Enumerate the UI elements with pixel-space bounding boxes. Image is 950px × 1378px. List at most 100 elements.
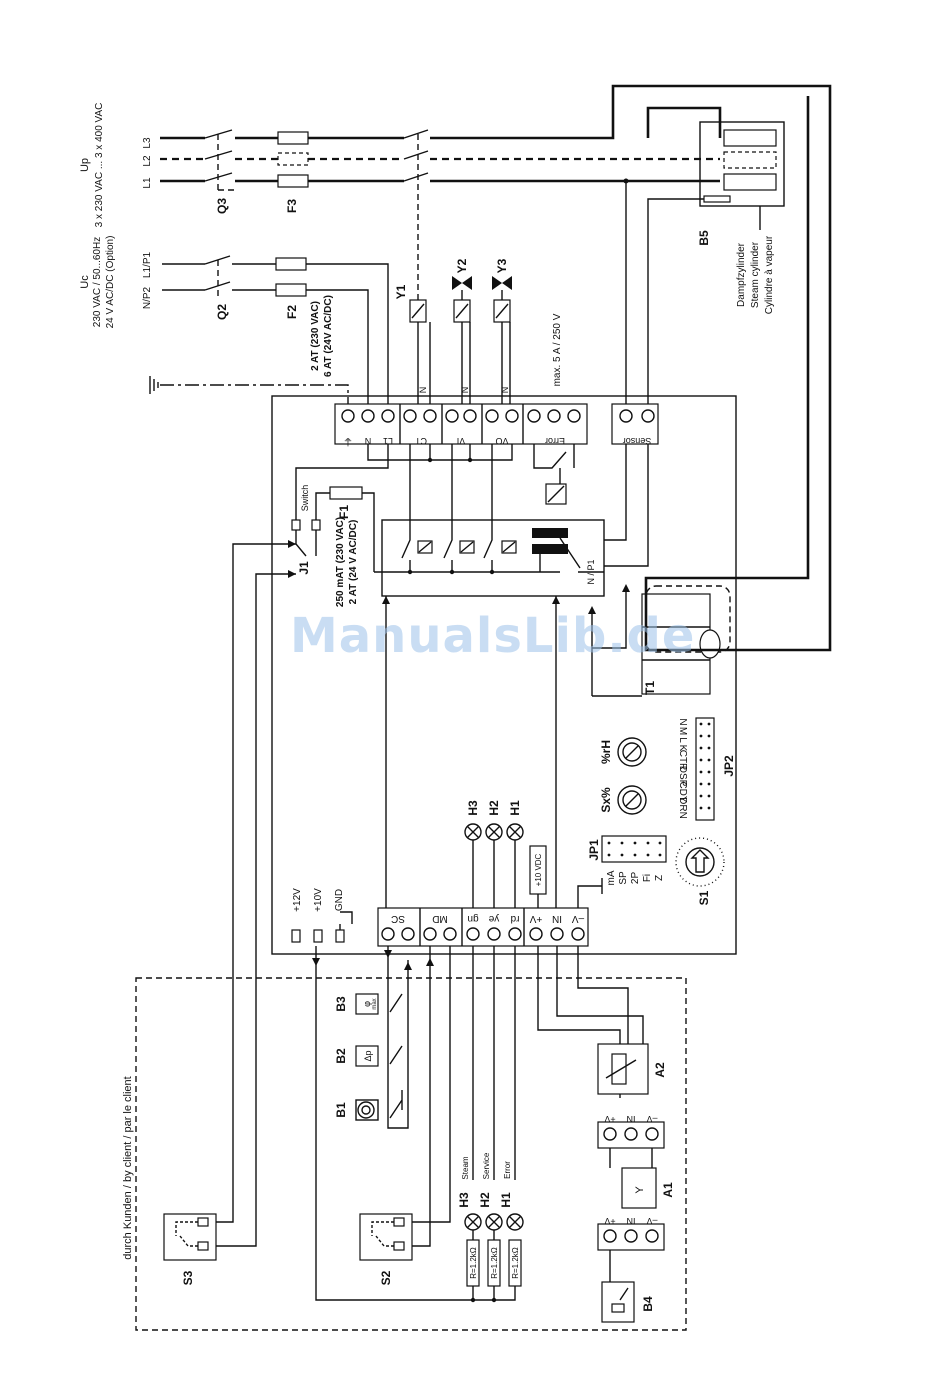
b4-wires xyxy=(609,1250,629,1301)
jp1-pins xyxy=(607,841,662,857)
term-n: N xyxy=(365,436,372,446)
n-bus xyxy=(367,444,513,461)
b2-label: B2 xyxy=(334,1048,348,1064)
jack-10v xyxy=(313,929,323,943)
terminal-dividers-bottom xyxy=(419,908,525,946)
np1-label: N / P1 xyxy=(586,559,596,584)
wire-uc-l1 xyxy=(162,263,389,410)
electrode-l2 xyxy=(723,151,777,169)
y1-valve xyxy=(409,299,427,410)
h2-customer-label: H2 xyxy=(478,1192,492,1208)
cylinder-de: Dampfzylinder xyxy=(736,242,747,307)
y3-label: Y3 xyxy=(495,258,509,273)
sensor-to-relay xyxy=(604,444,649,567)
s3-switch xyxy=(163,1213,217,1261)
a2-label: A2 xyxy=(653,1062,667,1078)
wire-sc-b xyxy=(387,946,409,1129)
jp2-dsp: DSP xyxy=(677,766,688,787)
up-title: Up xyxy=(79,158,91,172)
electrode-l3 xyxy=(723,129,777,147)
max-rating: max. 5 A / 250 V xyxy=(552,313,563,386)
y1-label: Y1 xyxy=(394,284,408,299)
jp2-cdy: CDY xyxy=(677,781,688,802)
arrow-sc-down xyxy=(384,950,392,958)
error-label: Error xyxy=(503,1161,512,1179)
terminal-strip-top xyxy=(334,403,588,445)
y2-label: Y2 xyxy=(455,258,469,273)
f1-rating-1: 250 mAT (230 VAC) xyxy=(335,517,346,607)
s1-label: S1 xyxy=(697,890,711,905)
n-label-3: N xyxy=(500,387,510,394)
arrow-t1-relay xyxy=(622,584,630,592)
jack-12v xyxy=(291,929,301,943)
term-gn: gn xyxy=(467,913,478,924)
b3-sensor xyxy=(355,993,403,1015)
jp2-n: N xyxy=(677,718,688,725)
sx-potentiometer xyxy=(617,785,647,815)
wire-l3 xyxy=(160,84,832,652)
a1-transmitter xyxy=(621,1167,657,1209)
f3-fuse-l3 xyxy=(277,131,309,145)
minus-v-ground xyxy=(577,878,603,908)
n-node-2 xyxy=(467,457,473,463)
l1-board-wire xyxy=(295,444,389,520)
np2-label: N/P2 xyxy=(142,286,153,309)
rh-label: %rH xyxy=(599,740,613,764)
n-node-1 xyxy=(427,457,433,463)
customer-zone xyxy=(135,977,687,1331)
arrow-j1-2 xyxy=(288,570,296,578)
f1-fuse xyxy=(329,486,363,500)
h3-customer-label: H3 xyxy=(457,1192,471,1208)
b4-pv: +V xyxy=(604,1216,615,1226)
relay-block xyxy=(381,519,605,597)
t1-to-relay xyxy=(592,586,627,649)
term-sc: SC xyxy=(391,913,405,924)
n-label-1: N xyxy=(418,387,428,394)
a1-screws xyxy=(603,1127,659,1141)
jack-gnd xyxy=(335,929,345,943)
a1-y: Y xyxy=(634,1186,646,1194)
b3-label: B3 xyxy=(334,996,348,1012)
rh-potentiometer xyxy=(617,737,647,767)
relay-side-wire xyxy=(559,537,604,573)
b2-sensor xyxy=(355,1045,403,1067)
t1-dividers xyxy=(642,626,710,661)
f1-label: F1 xyxy=(337,505,351,519)
a1-terminals xyxy=(597,1121,665,1149)
term-pv: +V xyxy=(529,913,542,924)
arrow-b-up xyxy=(404,962,412,970)
earth-icon xyxy=(149,376,159,394)
wire-s2-bus xyxy=(412,946,451,1223)
term-l1: L1 xyxy=(383,436,393,446)
t1-core xyxy=(699,629,721,659)
f2-rating-1: 2 AT (230 VAC) xyxy=(310,301,321,371)
relay-vo xyxy=(483,444,517,572)
phase-l3: L3 xyxy=(142,137,153,149)
r-h2 xyxy=(487,1239,501,1287)
q2-label: Q2 xyxy=(215,304,229,320)
f3-fuse-l2 xyxy=(277,152,309,166)
p10v-label: +10V xyxy=(313,888,324,912)
r-h2-label: R=1.2kΩ xyxy=(490,1247,499,1279)
control-board xyxy=(271,395,737,955)
switch-label: Switch xyxy=(300,485,310,512)
b1-sensor xyxy=(355,1090,403,1121)
jp2-ctr: CTR xyxy=(677,750,688,771)
h2-customer-lamp xyxy=(485,1213,503,1231)
jp2-label: JP2 xyxy=(722,755,736,777)
wire-uc-n xyxy=(162,289,369,410)
b4-label: B4 xyxy=(641,1296,655,1312)
n-label-2: N xyxy=(460,387,470,394)
arrow-t1 xyxy=(588,606,596,614)
s2-switch xyxy=(359,1213,413,1261)
b4-screws xyxy=(603,1229,659,1243)
term-vi: VI xyxy=(457,436,466,446)
f2-fuse-2 xyxy=(275,283,307,297)
jp1-ma: mA xyxy=(606,870,617,885)
electrode-l1 xyxy=(723,173,777,191)
wire-md-s2 xyxy=(412,946,431,1247)
service-label: Service xyxy=(482,1152,491,1179)
b1-label: B1 xyxy=(334,1102,348,1118)
a2-resistor xyxy=(611,1053,627,1085)
term-in: IN xyxy=(552,913,562,924)
